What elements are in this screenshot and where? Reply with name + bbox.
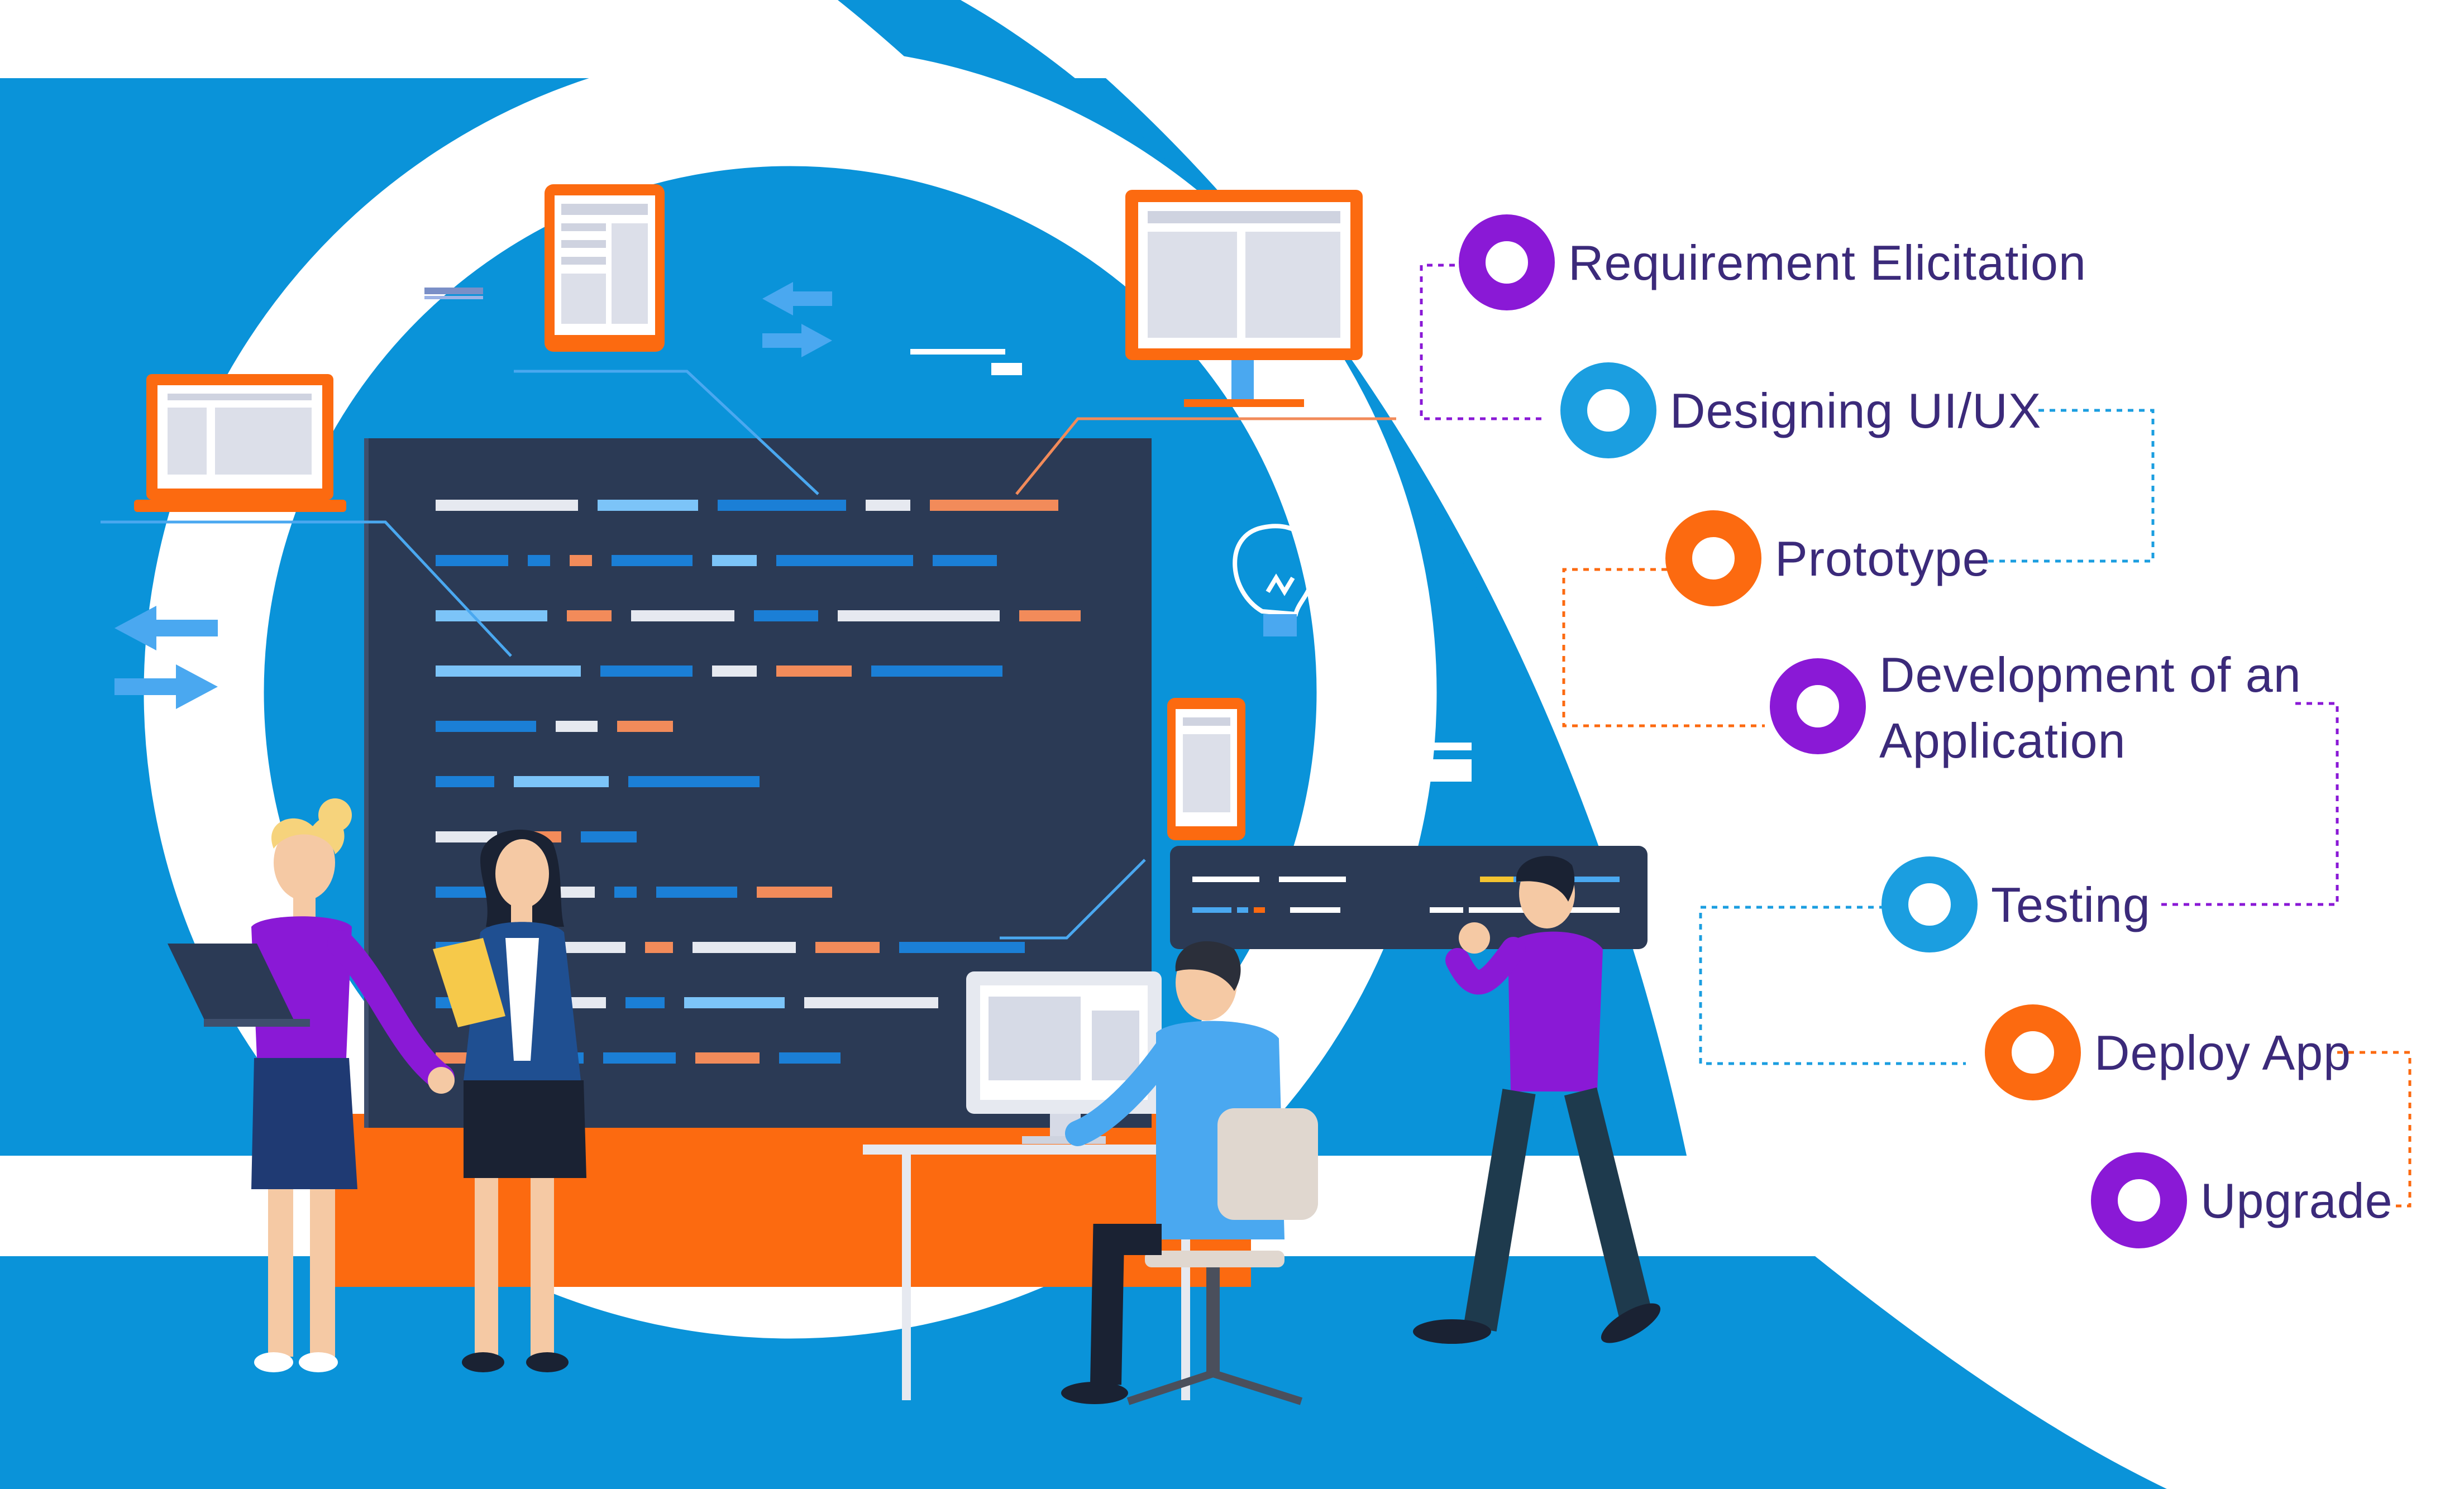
code-line-segment — [684, 997, 785, 1008]
code-line-segment — [436, 776, 494, 787]
code-line-segment — [612, 555, 693, 566]
step-label-1: Requirement Elicitation — [1568, 235, 2086, 290]
step-label-2: Designing UI/UX — [1670, 383, 2042, 438]
arrows-icon — [114, 282, 832, 709]
code-lines — [436, 500, 1081, 1064]
code-line-segment — [693, 942, 796, 953]
code-line-segment — [436, 665, 581, 677]
step-marker-2 — [1560, 362, 1656, 458]
code-line-segment — [899, 942, 1025, 953]
device-connectors — [101, 370, 1396, 940]
tablet-icon — [545, 184, 665, 352]
code-line-segment — [776, 555, 913, 566]
code-line-segment — [718, 500, 846, 511]
code-line-segment — [631, 610, 734, 621]
step-label-5: Testing — [1991, 877, 2151, 932]
step-label-3: Prototype — [1775, 531, 1990, 586]
code-line-segment — [930, 500, 1058, 511]
code-line-segment — [776, 665, 852, 677]
code-line-segment — [556, 721, 598, 732]
step-label-4: Development of an Application — [1879, 647, 2301, 768]
code-line-segment — [933, 555, 997, 566]
code-line-segment — [656, 887, 737, 898]
code-line-segment — [838, 610, 1000, 621]
code-line-segment — [600, 665, 693, 677]
monitor-icon — [1125, 190, 1363, 407]
code-line-segment — [866, 500, 910, 511]
code-line-segment — [436, 831, 497, 842]
code-line-segment — [871, 665, 1002, 677]
code-line-segment — [603, 1052, 676, 1064]
code-line-segment — [754, 610, 818, 621]
decor-bars — [424, 288, 1472, 791]
process-connectors — [1420, 264, 2412, 1208]
step-marker-5 — [1882, 856, 1978, 952]
code-line-segment — [598, 500, 698, 511]
code-line-segment — [628, 776, 760, 787]
step-marker-4 — [1770, 658, 1866, 754]
code-line-segment — [645, 942, 673, 953]
code-line-segment — [614, 887, 637, 898]
laptop-icon — [134, 374, 346, 512]
code-line-segment — [757, 887, 832, 898]
walking-man — [1413, 856, 1661, 1344]
woman-with-laptop — [168, 798, 455, 1372]
step-marker-6 — [1985, 1004, 2081, 1100]
step-label-6: Deploy App — [2094, 1025, 2352, 1080]
code-line-segment — [712, 555, 757, 566]
step-markers — [1459, 214, 2187, 1248]
code-line-segment — [570, 555, 592, 566]
code-line-segment — [804, 997, 938, 1008]
code-line-segment — [1019, 610, 1081, 621]
step-marker-1 — [1459, 214, 1555, 310]
code-line-segment — [779, 1052, 841, 1064]
woman-with-folder — [433, 830, 586, 1372]
code-line-segment — [436, 555, 508, 566]
step-marker-3 — [1665, 510, 1761, 606]
step-label-7: Upgrade — [2200, 1173, 2393, 1228]
code-line-segment — [567, 610, 612, 621]
code-line-segment — [695, 1052, 760, 1064]
code-line-segment — [528, 555, 550, 566]
code-line-segment — [712, 665, 757, 677]
code-line-segment — [436, 610, 547, 621]
code-line-segment — [815, 942, 880, 953]
code-line-segment — [436, 721, 536, 732]
floating-panel — [1170, 846, 1648, 949]
lightbulb-icon — [1233, 524, 1318, 636]
code-line-segment — [581, 831, 637, 842]
code-line-segment — [436, 500, 578, 511]
code-line-segment — [514, 776, 609, 787]
desk-with-worker — [863, 941, 1318, 1405]
phone-icon — [1167, 698, 1245, 840]
code-line-segment — [617, 721, 673, 732]
step-marker-7 — [2091, 1152, 2187, 1248]
code-line-segment — [625, 997, 665, 1008]
